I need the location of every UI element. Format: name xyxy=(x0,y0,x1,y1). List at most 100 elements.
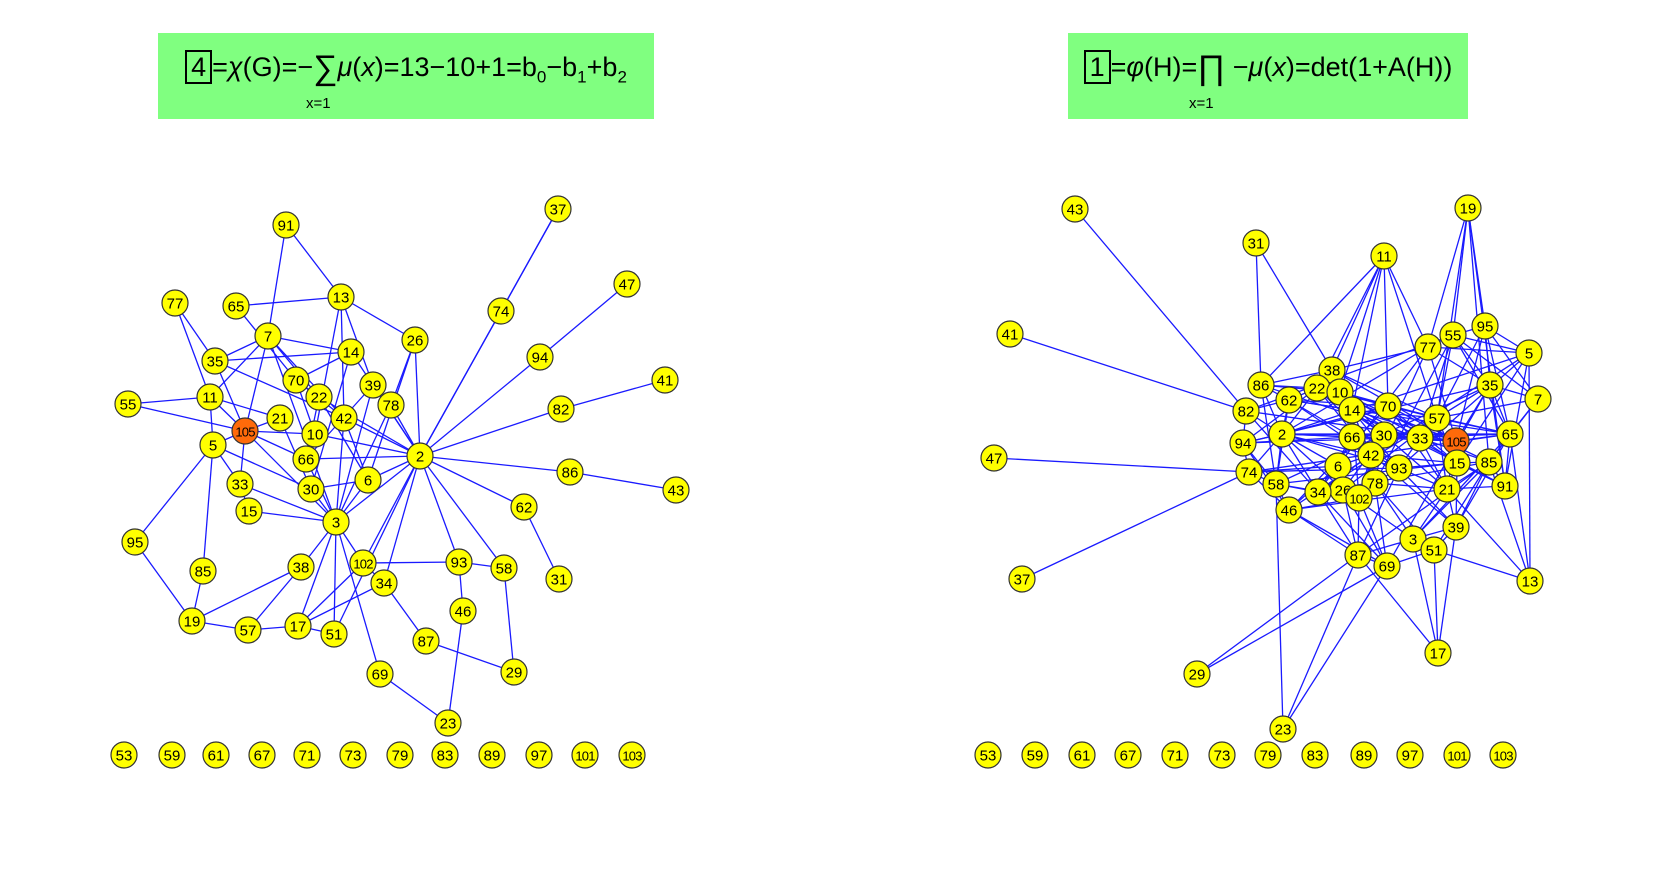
node-62: 62 xyxy=(510,493,538,521)
node-circle xyxy=(1399,525,1427,553)
edge-105-95 xyxy=(1455,325,1486,442)
node-51: 51 xyxy=(1420,536,1448,564)
node-label: 41 xyxy=(657,373,674,390)
node-label: 77 xyxy=(1420,340,1437,357)
node-label: 5 xyxy=(209,438,217,455)
edge-7-95 xyxy=(1484,325,1539,400)
node-label: 82 xyxy=(553,402,570,419)
formula-text: +b xyxy=(586,52,618,82)
node-label: 31 xyxy=(1248,236,1265,253)
node-circle xyxy=(478,741,506,769)
node-circle xyxy=(1345,484,1373,512)
edge-2-93 xyxy=(419,455,460,563)
node-label: 11 xyxy=(202,390,218,407)
edge-34-69 xyxy=(1317,491,1388,567)
isolated-node-103: 103 xyxy=(618,741,646,769)
edge-22-94 xyxy=(1242,387,1318,444)
node-label: 87 xyxy=(1350,548,1367,565)
node-label: 74 xyxy=(1241,465,1258,482)
node-label: 83 xyxy=(1307,748,1324,765)
node-label: 34 xyxy=(1310,485,1327,502)
isolated-node-61: 61 xyxy=(202,741,230,769)
isolated-node-61: 61 xyxy=(1068,741,1096,769)
node-label: 30 xyxy=(1376,428,1393,445)
isolated-node-83: 83 xyxy=(1301,741,1329,769)
formula-text: −b xyxy=(546,52,578,82)
node-42: 42 xyxy=(330,404,358,432)
node-circle xyxy=(544,195,572,223)
node-6: 6 xyxy=(1324,452,1352,480)
edge-19-95 xyxy=(1467,207,1486,327)
node-circle xyxy=(1275,386,1303,414)
edge-3-51 xyxy=(333,521,337,635)
node-circle xyxy=(199,431,227,459)
node-circle xyxy=(1338,396,1366,424)
node-label: 61 xyxy=(1074,748,1091,765)
node-circle xyxy=(1068,741,1096,769)
node-label: 55 xyxy=(120,397,137,414)
node-circle xyxy=(354,466,382,494)
node-47: 47 xyxy=(613,270,641,298)
node-circle xyxy=(349,549,377,577)
node-circle xyxy=(114,390,142,418)
node-label: 5 xyxy=(1525,346,1533,363)
node-label: 6 xyxy=(1334,459,1342,476)
node-label: 71 xyxy=(299,748,316,765)
node-label: 33 xyxy=(232,477,249,494)
boxed-value: 4 xyxy=(185,50,213,84)
paren-close: ) xyxy=(1285,52,1295,82)
node-label: 69 xyxy=(1379,559,1396,576)
node-14: 14 xyxy=(1338,396,1366,424)
node-label: 23 xyxy=(440,716,457,733)
node-label: 23 xyxy=(1275,722,1292,739)
edge-51-85 xyxy=(1433,461,1490,551)
node-circle xyxy=(1496,420,1524,448)
product-limit: x=1 xyxy=(1189,95,1214,112)
node-label: 91 xyxy=(1497,479,1514,496)
node-17: 17 xyxy=(1424,639,1452,667)
node-58: 58 xyxy=(490,554,518,582)
node-label: 105 xyxy=(235,425,255,440)
node-21: 21 xyxy=(1433,475,1461,503)
node-label: 53 xyxy=(116,748,133,765)
node-11: 11 xyxy=(196,383,224,411)
node-7: 7 xyxy=(254,322,282,350)
edge-46-87 xyxy=(1288,509,1359,556)
node-2: 2 xyxy=(1268,420,1296,448)
node-label: 79 xyxy=(392,748,409,765)
edge-29-69 xyxy=(1196,565,1388,675)
isolated-node-73: 73 xyxy=(1208,741,1236,769)
node-label: 86 xyxy=(1253,378,1270,395)
node-30: 30 xyxy=(1370,421,1398,449)
node-circle xyxy=(1350,741,1378,769)
node-105: 105 xyxy=(1442,427,1470,455)
node-label: 15 xyxy=(241,504,258,521)
node-circle xyxy=(366,660,394,688)
node-label: 41 xyxy=(1002,327,1019,344)
node-circle xyxy=(490,554,518,582)
isolated-node-97: 97 xyxy=(1396,741,1424,769)
node-86: 86 xyxy=(1247,371,1275,399)
node-circle xyxy=(1262,470,1290,498)
node-label: 78 xyxy=(383,398,400,415)
node-circle xyxy=(1344,541,1372,569)
edge-37-74 xyxy=(1021,471,1250,580)
isolated-node-97: 97 xyxy=(525,741,553,769)
edge-14-35 xyxy=(214,351,352,362)
node-label: 105 xyxy=(1446,435,1466,450)
node-label: 65 xyxy=(228,299,245,316)
node-circle xyxy=(545,565,573,593)
node-label: 101 xyxy=(1447,749,1467,764)
edge-23-69 xyxy=(379,673,449,724)
node-78: 78 xyxy=(377,391,405,419)
node-label: 87 xyxy=(418,634,435,651)
node-circle xyxy=(1373,552,1401,580)
node-circle xyxy=(234,616,262,644)
node-circle xyxy=(1385,454,1413,482)
phi-symbol: φ xyxy=(1126,52,1145,82)
node-circle xyxy=(1442,513,1470,541)
node-circle xyxy=(651,366,679,394)
edge-3-33 xyxy=(239,483,337,523)
node-circle xyxy=(1370,421,1398,449)
node-31: 31 xyxy=(1242,229,1270,257)
